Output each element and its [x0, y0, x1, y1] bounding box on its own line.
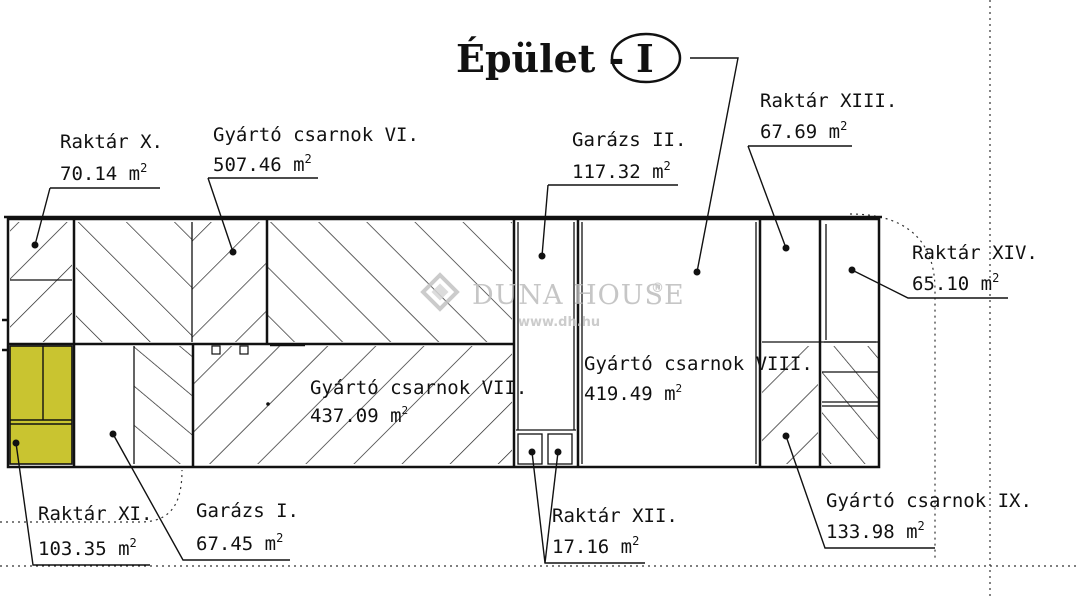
label-gyarto-viii-area: 419.49 m2 — [584, 382, 682, 405]
label-gyarto-ix-name: Gyártó csarnok IX. — [826, 490, 1032, 512]
watermark-url: www.dh.hu — [518, 315, 600, 330]
watermark-registered: ® — [651, 281, 664, 296]
building-title: Épület - I — [456, 32, 682, 84]
label-raktar-xii-name: Raktár XII. — [552, 505, 678, 527]
label-raktar-xiv-name: Raktár XIV. — [912, 242, 1038, 264]
hatch-raktar-x — [10, 222, 72, 342]
label-garazs-i-area: 67.45 m2 — [196, 531, 283, 555]
room-labels: Raktár X. 70.14 m2 Gyártó csarnok VI. 50… — [38, 90, 1038, 560]
hatch-gyarto-vi-right — [268, 222, 512, 342]
raktar-xi-highlight — [9, 345, 73, 465]
label-raktar-xiii-name: Raktár XIII. — [760, 90, 897, 112]
label-gyarto-vii-area: 437.09 m2 — [310, 404, 408, 427]
duna-house-logo-icon — [420, 272, 460, 312]
label-raktar-xi-area: 103.35 m2 — [38, 536, 137, 560]
title-text: Épület - — [456, 36, 624, 81]
label-raktar-xiii-area: 67.69 m2 — [760, 119, 847, 143]
hatch-gyarto-vii — [194, 346, 512, 464]
label-raktar-x-name: Raktár X. — [60, 131, 163, 153]
watermark-brand: DUNA HOUSE — [472, 280, 685, 311]
leader-lines — [15, 57, 1008, 566]
title-circle-label: I — [636, 36, 654, 81]
label-gyarto-viii-name: Gyártó csarnok VIII. — [584, 353, 813, 375]
hatch-gyarto-ix — [762, 346, 818, 464]
hatch-garazs-i-strip — [134, 346, 192, 464]
hatch-gyarto-ix-right — [822, 346, 878, 464]
label-gyarto-ix-area: 133.98 m2 — [826, 519, 925, 543]
hatch-gyarto-vi-left — [76, 222, 192, 342]
watermark: DUNA HOUSE ® www.dh.hu — [420, 272, 685, 330]
title-circle — [610, 32, 682, 84]
label-garazs-ii-area: 117.32 m2 — [572, 159, 671, 183]
walls — [2, 215, 882, 469]
label-gyarto-vii-name: Gyártó csarnok VII. — [310, 377, 527, 399]
label-garazs-ii-name: Garázs II. — [572, 129, 686, 151]
hatch-fills — [10, 222, 878, 464]
label-gyarto-vi-area: 507.46 m2 — [213, 152, 312, 176]
label-raktar-xii-area: 17.16 m2 — [552, 534, 639, 558]
label-gyarto-vi-name: Gyártó csarnok VI. — [213, 124, 419, 146]
label-garazs-i-name: Garázs I. — [196, 500, 299, 522]
room-markers — [12, 241, 856, 456]
label-raktar-xiv-area: 65.10 m2 — [912, 271, 999, 295]
label-raktar-xi-name: Raktár XI. — [38, 503, 152, 525]
label-raktar-x-area: 70.14 m2 — [60, 161, 147, 185]
